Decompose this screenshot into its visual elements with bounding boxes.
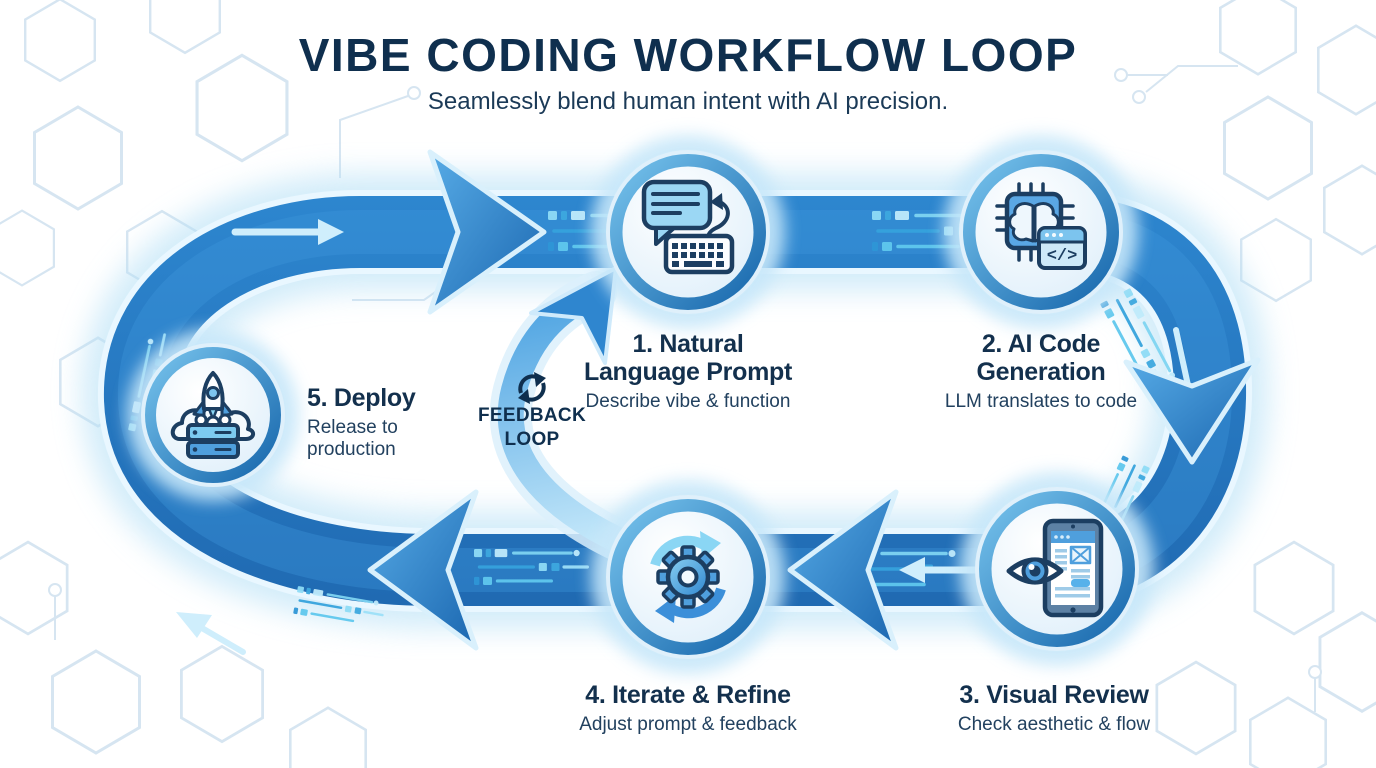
step-1-title: 1. Natural Language Prompt <box>583 330 792 386</box>
page-title: VIBE CODING WORKFLOW LOOP <box>298 29 1078 81</box>
step-3-label: 3. Visual Review Check aesthetic & flow <box>884 681 1224 736</box>
gear-cycle-icon <box>650 531 726 623</box>
step-3-node <box>975 487 1139 651</box>
eye-tablet-icon <box>1006 518 1104 618</box>
step-1-node <box>606 150 770 314</box>
rocket-server-icon <box>170 371 255 459</box>
step-5-title: 5. Deploy <box>307 384 416 412</box>
step-3-subtitle: Check aesthetic & flow <box>957 714 1151 735</box>
chip-brain-code-icon: </> <box>995 182 1087 270</box>
step-4-title: 4. Iterate & Refine <box>585 681 791 709</box>
code-glyph: </> <box>1047 247 1078 266</box>
step-2-label: 2. AI Code Generation LLM translates to … <box>881 330 1201 413</box>
step-5-node <box>141 343 285 487</box>
step-5-label: 5. Deploy Release to production <box>307 384 467 462</box>
flow-arrowheads <box>367 149 1261 651</box>
cycle-icon <box>518 372 546 404</box>
step-1-subtitle: Describe vibe & function <box>585 391 791 412</box>
step-3-title: 3. Visual Review <box>959 681 1149 709</box>
chat-keyboard-icon <box>641 179 735 275</box>
feedback-loop-label: FEEDBACK LOOP <box>478 405 586 450</box>
step-2-title: 2. AI Code Generation <box>976 330 1106 386</box>
arrow-step3-to-step4 <box>787 489 899 651</box>
step-2-node: </> <box>959 150 1123 314</box>
page-subtitle: Seamlessly blend human intent with AI pr… <box>427 88 949 115</box>
arrow-step2-to-step3 <box>1123 357 1261 465</box>
feedback-loop-arrow <box>489 266 676 577</box>
arrow-step5-to-step1 <box>427 149 547 315</box>
step-5-subtitle: Release to production <box>307 417 398 461</box>
step-1-label: 1. Natural Language Prompt Describe vibe… <box>528 330 848 413</box>
step-4-node <box>606 495 770 659</box>
arrow-step4-to-step5 <box>367 489 479 651</box>
step-4-subtitle: Adjust prompt & feedback <box>579 714 797 735</box>
step-4-label: 4. Iterate & Refine Adjust prompt & feed… <box>508 681 868 736</box>
step-2-subtitle: LLM translates to code <box>944 391 1138 412</box>
